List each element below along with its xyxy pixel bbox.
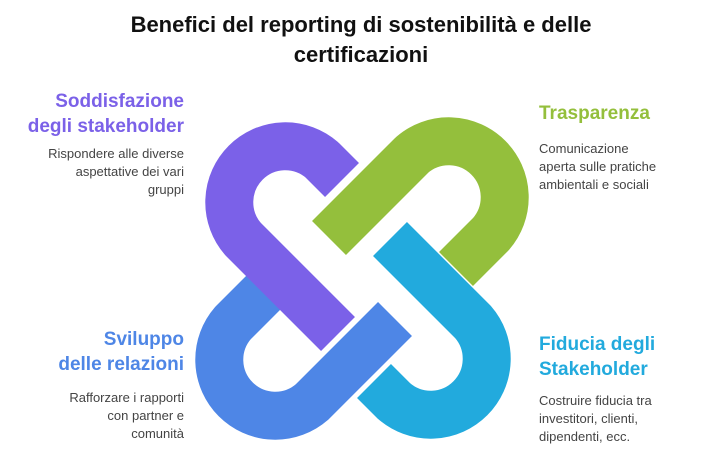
description-line: investitori, clienti, bbox=[539, 411, 638, 426]
heading-line: degli stakeholder bbox=[27, 116, 184, 137]
block-transparency: Trasparenza Comunicazione aperta sulle p… bbox=[539, 101, 709, 194]
page-title: Benefici del reporting di sostenibilità … bbox=[40, 10, 682, 70]
description-line: dipendenti, ecc. bbox=[539, 429, 631, 444]
heading-line: delle relazioni bbox=[58, 354, 184, 375]
heading-line: Stakeholder bbox=[539, 359, 648, 380]
heading-line: Soddisfazione bbox=[55, 91, 184, 112]
block-heading: Sviluppo delle relazioni bbox=[14, 327, 184, 377]
link-top-left-purple bbox=[205, 122, 359, 351]
title-line-1: Benefici del reporting di sostenibilità … bbox=[130, 12, 592, 37]
link-bottom-left-blue bbox=[195, 271, 412, 440]
block-stakeholder-trust: Fiducia degli Stakeholder Costruire fidu… bbox=[539, 332, 709, 446]
block-description: Rispondere alle diverse aspettative dei … bbox=[14, 145, 184, 199]
description-line: Costruire fiducia tra bbox=[539, 393, 652, 408]
description-line: Rafforzare i rapporti bbox=[69, 390, 184, 405]
block-heading: Trasparenza bbox=[539, 101, 709, 126]
block-description: Comunicazione aperta sulle pratiche ambi… bbox=[539, 140, 709, 194]
description-line: gruppi bbox=[147, 182, 184, 197]
block-description: Costruire fiducia tra investitori, clien… bbox=[539, 392, 709, 446]
block-description: Rafforzare i rapporti con partner e comu… bbox=[14, 389, 184, 443]
block-relationship-development: Sviluppo delle relazioni Rafforzare i ra… bbox=[14, 327, 184, 443]
description-line: con partner e bbox=[107, 408, 184, 423]
block-heading: Fiducia degli Stakeholder bbox=[539, 332, 709, 382]
link-bottom-right-cyan bbox=[357, 222, 511, 439]
block-heading: Soddisfazione degli stakeholder bbox=[14, 89, 184, 139]
description-line: Comunicazione bbox=[539, 141, 629, 156]
description-line: aspettative dei vari bbox=[75, 164, 184, 179]
heading-line: Sviluppo bbox=[103, 329, 184, 350]
description-line: aperta sulle pratiche bbox=[539, 159, 657, 174]
description-line: ambientali e sociali bbox=[539, 177, 649, 192]
description-line: comunità bbox=[131, 426, 184, 441]
title-line-2: certificazioni bbox=[293, 42, 429, 67]
link-top-right-green bbox=[312, 117, 529, 286]
heading-line: Trasparenza bbox=[539, 103, 650, 124]
heading-line: Fiducia degli bbox=[539, 334, 656, 355]
block-stakeholder-satisfaction: Soddisfazione degli stakeholder Risponde… bbox=[14, 89, 184, 199]
description-line: Rispondere alle diverse bbox=[48, 146, 184, 161]
